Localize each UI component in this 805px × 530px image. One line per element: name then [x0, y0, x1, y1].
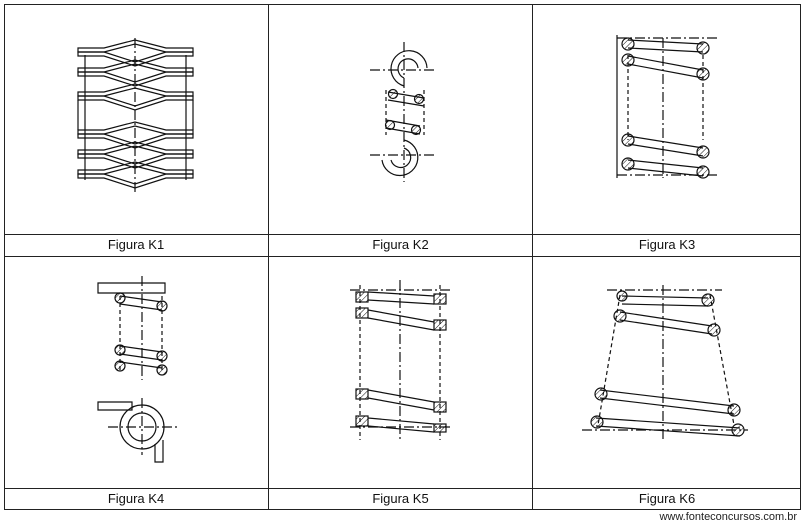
figure-table-grid — [4, 4, 801, 510]
torsion-spring-drawing — [97, 276, 178, 463]
figure-table: Figura K1 Figura K2 Figura K3 Figura K4 … — [4, 4, 801, 515]
figure-caption: Figura K1 — [107, 237, 165, 252]
figure-caption: Figura K2 — [372, 237, 429, 252]
disc-spring-stack-drawing — [77, 38, 194, 195]
figure-caption: Figura K4 — [107, 491, 165, 506]
figure-caption: Figura K3 — [638, 237, 696, 252]
figure-caption: Figura K5 — [372, 491, 429, 506]
compression-spring-square-drawing — [350, 280, 450, 440]
source-credit: www.fonteconcursos.com.br — [659, 511, 797, 523]
extension-spring-drawing — [370, 42, 436, 182]
compression-spring-round-drawing — [616, 35, 717, 179]
conical-spring-drawing — [582, 285, 748, 442]
figure-caption: Figura K6 — [638, 491, 696, 506]
